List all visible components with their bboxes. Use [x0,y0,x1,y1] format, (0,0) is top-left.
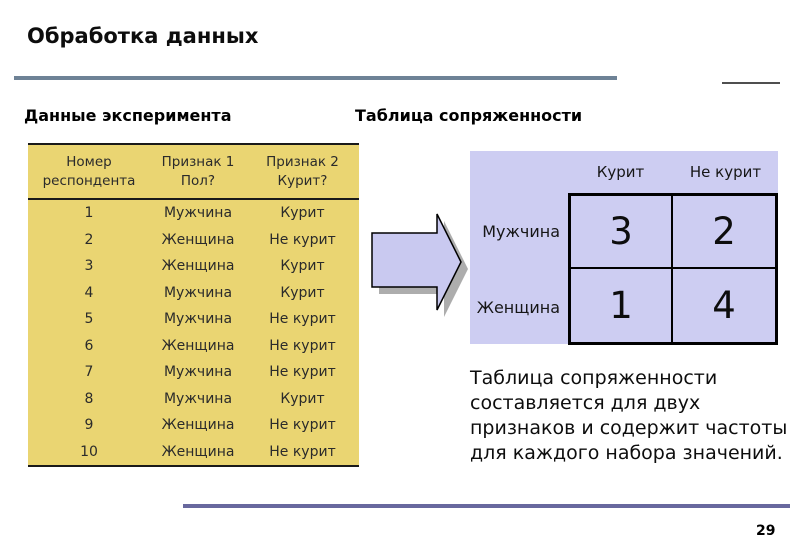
cell-respondent-number: 3 [84,258,94,275]
cell-smokes: Не курит [269,311,336,328]
cell-smokes: Не курит [269,337,336,354]
note-line: Таблица сопряженности [470,367,718,389]
page-title: Обработка данных [27,24,259,48]
footer-divider [183,504,790,508]
cell-smokes: Курит [280,390,325,407]
title-divider [14,76,617,80]
page-number: 29 [756,523,776,539]
table-row: 4 Мужчина Курит [28,280,359,307]
cell-smokes: Не курит [269,231,336,248]
table-row: 7 Мужчина Не курит [28,359,359,386]
cell-gender: Женщина [161,337,235,354]
cell-smokes: Не курит [269,443,336,460]
table-row: 9 Женщина Не курит [28,412,359,439]
contingency-heading: Таблица сопряженности [355,106,583,125]
note-line: для каждого набора значений. [470,442,783,464]
column-header-feature2: Признак 2 Курит? [246,145,359,198]
contingency-table: Курит Не курит Мужчина Женщина 3 2 1 4 [470,151,778,345]
cell-smokes: Курит [280,205,325,222]
cell-smokes: Курит [280,258,325,275]
column-header-line: Признак 1 [161,153,235,170]
cell-gender: Мужчина [163,284,233,301]
cell-gender: Мужчина [163,364,233,381]
cell-gender: Мужчина [163,205,233,222]
right-block-arrow-icon [371,213,468,317]
experiment-heading: Данные эксперимента [24,106,232,125]
table-row: 2 Женщина Не курит [28,227,359,254]
note-text: Таблица сопряженности составляется для д… [470,366,795,466]
table-row: 3 Женщина Курит [28,253,359,280]
cell-smokes: Не курит [269,417,336,434]
cell-smokes: Курит [280,284,325,301]
cell-respondent-number: 7 [84,364,94,381]
column-header-line: Пол? [180,172,216,189]
experiment-table-body: 1 Мужчина Курит 2 Женщина Не курит 3 Жен… [28,200,359,465]
contingency-cell: 3 [571,196,673,269]
cell-respondent-number: 8 [84,390,94,407]
contingency-cell: 1 [571,269,673,342]
note-line: признаков и содержит частоты [470,417,788,439]
column-header-line: Курит? [277,172,328,189]
cell-respondent-number: 2 [84,231,94,248]
cell-gender: Женщина [161,231,235,248]
column-header-line: Номер [66,153,112,170]
cell-respondent-number: 5 [84,311,94,328]
table-row: 10 Женщина Не курит [28,439,359,466]
contingency-col-header: Курит [596,163,645,181]
table-row: 1 Мужчина Курит [28,200,359,227]
cell-respondent-number: 4 [84,284,94,301]
experiment-table: Номер респондента Признак 1 Пол? Признак… [28,143,359,467]
cell-gender: Женщина [161,417,235,434]
column-header-feature1: Признак 1 Пол? [150,145,246,198]
cell-respondent-number: 6 [84,337,94,354]
cell-respondent-number: 1 [84,205,94,222]
column-header-respondent: Номер респондента [28,145,150,198]
experiment-header-row: Номер респондента Признак 1 Пол? Признак… [28,145,359,200]
column-header-line: Признак 2 [266,153,339,170]
column-header-line: респондента [42,172,136,189]
table-row: 5 Мужчина Не курит [28,306,359,333]
table-row: 6 Женщина Не курит [28,333,359,360]
cell-smokes: Не курит [269,364,336,381]
cell-gender: Женщина [161,443,235,460]
cell-gender: Мужчина [163,311,233,328]
contingency-row-header: Женщина [476,297,560,317]
cell-respondent-number: 10 [80,443,98,460]
contingency-cell: 2 [673,196,775,269]
note-line: составляется для двух [470,392,701,414]
table-row: 8 Мужчина Курит [28,386,359,413]
cell-gender: Мужчина [163,390,233,407]
corner-divider [722,82,780,84]
contingency-col-header: Не курит [689,163,762,181]
cell-respondent-number: 9 [84,417,94,434]
contingency-cell: 4 [712,284,736,327]
contingency-row-header: Мужчина [482,221,560,241]
contingency-grid: 3 2 1 4 [568,193,778,345]
cell-gender: Женщина [161,258,235,275]
